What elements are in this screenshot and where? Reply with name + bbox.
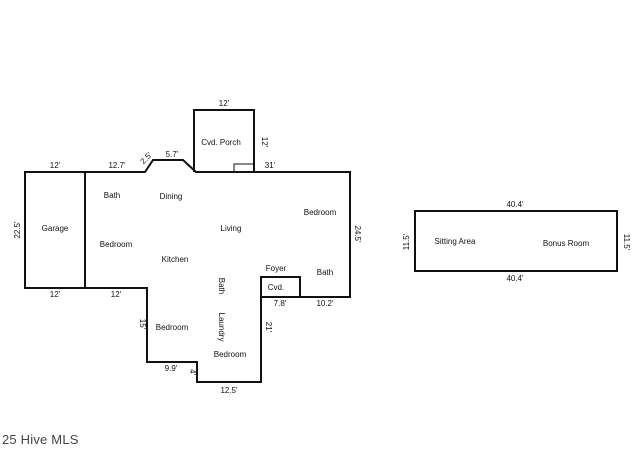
room-bath-top-left: Bath [104,191,120,200]
dim-bottom-left: 12' [111,290,122,299]
garage-outline [24,171,86,289]
room-living: Living [221,224,242,233]
room-kitchen: Kitchen [162,255,189,264]
dim-bonus-left: 11.5' [402,233,411,250]
dim-bonus-right: 11.5' [622,234,631,251]
dim-right-top: 31' [265,161,276,170]
room-bedroom-bottom-right: Bedroom [214,350,247,359]
room-bonus-room: Bonus Room [543,239,590,248]
porch-step [233,163,255,173]
room-covered-entry: Cvd. [268,283,284,292]
room-bedroom-left: Bedroom [100,240,133,249]
room-laundry: Laundry [217,313,226,342]
watermark-text: 25 Hive MLS [2,432,79,447]
room-garage: Garage [42,224,69,233]
dim-right-side: 24.5' [353,225,362,243]
dim-step: 4' [188,369,197,375]
room-bath-middle: Bath [217,278,226,294]
dim-bed-left: 15' [138,319,147,330]
house-outline [84,159,351,383]
room-covered-porch: Cvd. Porch [201,138,241,147]
dim-garage-top: 12' [50,161,61,170]
dim-cvd-bottom: 7.8' [274,299,287,308]
room-dining: Dining [160,192,183,201]
room-sitting-area: Sitting Area [435,237,476,246]
dim-bonus-bottom: 40.4' [506,274,524,283]
room-foyer: Foyer [266,264,287,273]
dim-porch-side: 12' [260,137,269,148]
bonus-room-outline [414,210,618,272]
porch-outline [193,109,255,172]
dim-porch-top: 12' [219,99,230,108]
dim-right-lower: 21' [264,322,273,333]
room-bath-right: Bath [317,268,333,277]
dim-angle: 2.5' [139,150,155,166]
dim-bath-bottom: 10.2' [316,299,334,308]
dim-bonus-top: 40.4' [506,200,524,209]
room-bedroom-right: Bedroom [304,208,337,217]
dim-house-top-left: 12.7' [108,161,126,170]
dim-garage-left: 22.5' [13,221,22,239]
dim-garage-bottom: 12' [50,290,61,299]
dim-bottom: 12.5' [220,386,238,395]
dim-bed-bottom: 9.9' [165,364,178,373]
covered-entry-outline [260,276,301,298]
room-bedroom-bottom-left: Bedroom [156,323,189,332]
dim-dining-top: 5.7' [166,150,179,159]
